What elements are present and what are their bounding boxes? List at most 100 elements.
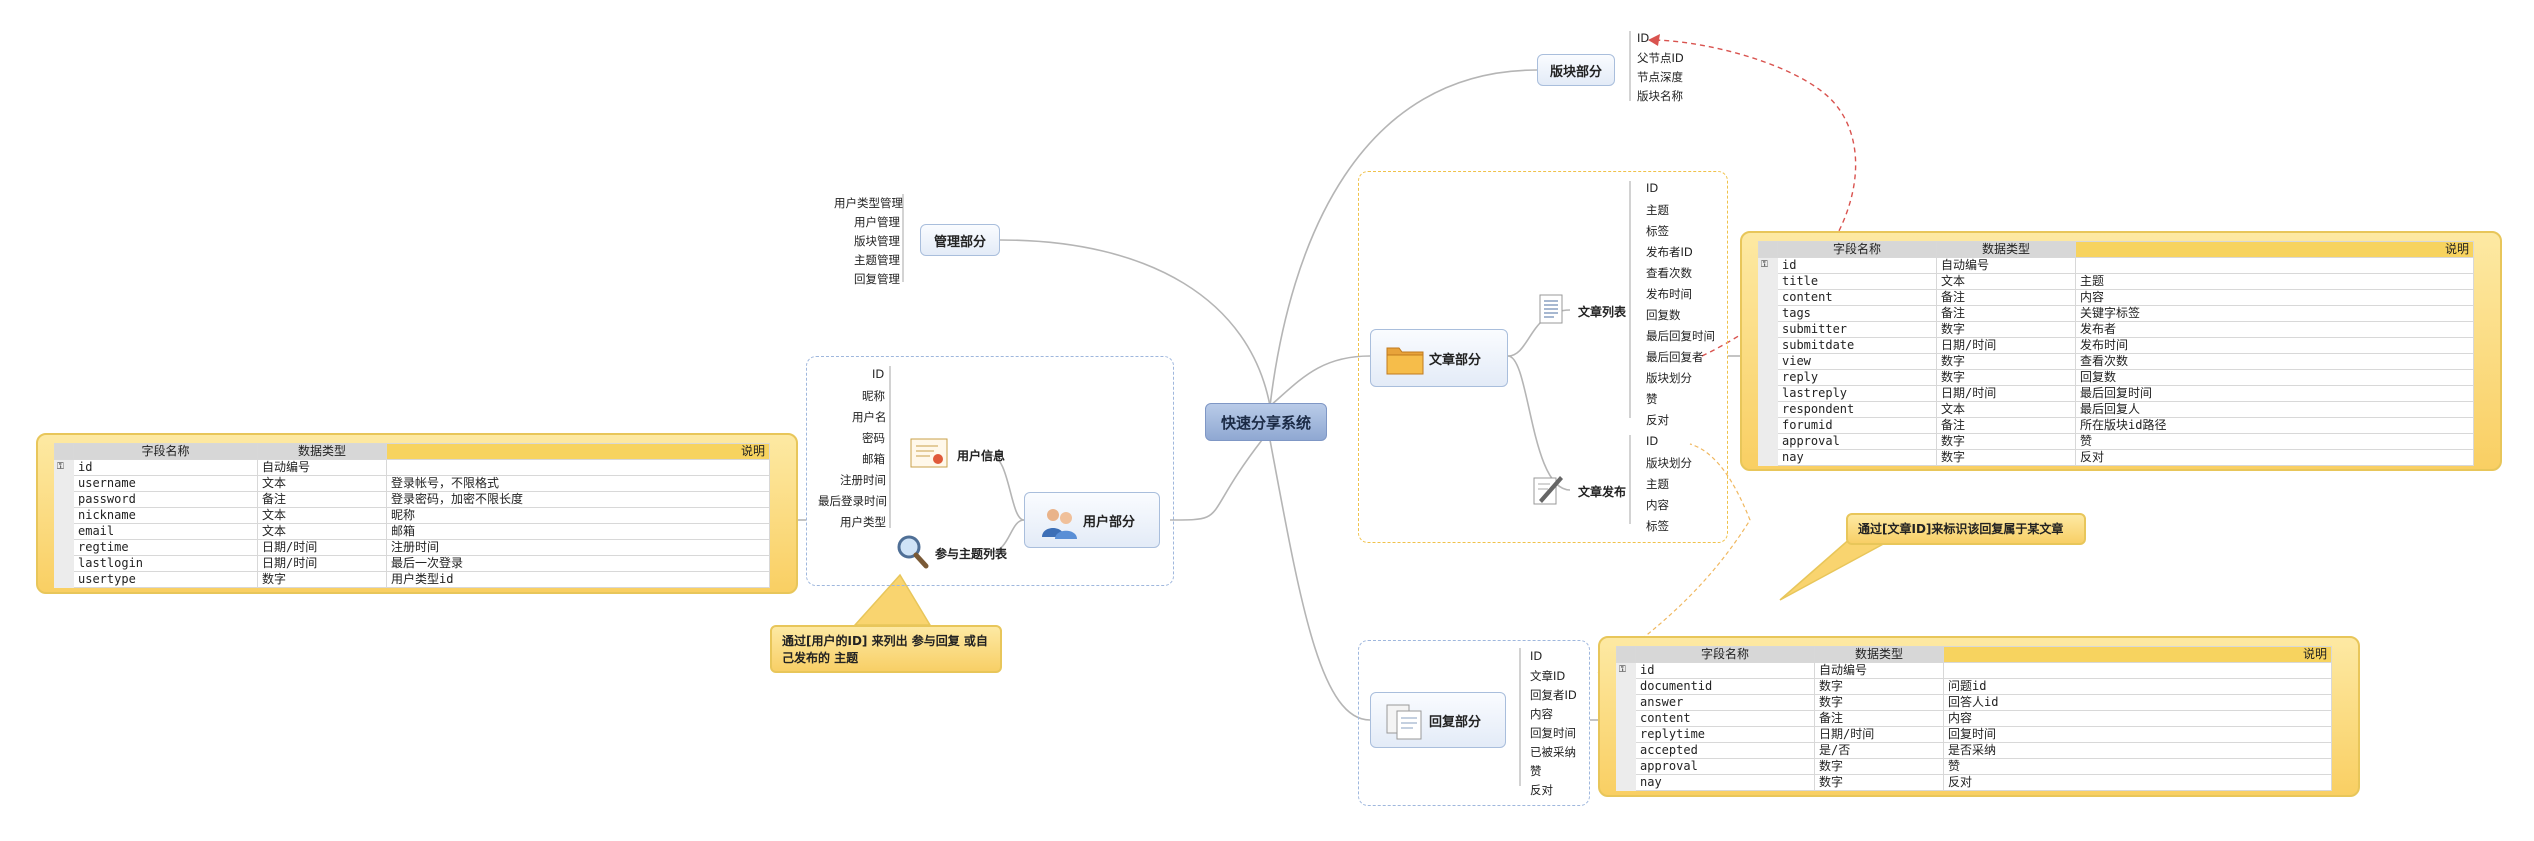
table-header-row: 字段名称 数据类型 说明: [1758, 241, 2474, 258]
data-type-cell: 数字: [1814, 758, 1944, 775]
reply-field: 内容: [1530, 707, 1553, 721]
article-list-label[interactable]: 文章列表: [1578, 305, 1627, 319]
description-cell: 内容: [2075, 289, 2474, 306]
user-node[interactable]: 用户部分: [1024, 492, 1160, 548]
field-name-cell: answer: [1635, 694, 1815, 711]
description-cell: 回答人id: [1943, 694, 2332, 711]
column-header-name: 字段名称: [73, 443, 258, 460]
article-label: 文章部分: [1429, 352, 1482, 368]
description-cell: 最后一次登录: [386, 555, 770, 572]
article-node[interactable]: 文章部分: [1370, 329, 1508, 387]
field-name-cell: usertype: [73, 571, 258, 588]
article-publish-field: 内容: [1646, 498, 1669, 512]
user-topics-label[interactable]: 参与主题列表: [935, 547, 1008, 561]
user-field: 邮箱: [862, 452, 885, 466]
board-node[interactable]: 版块部分: [1537, 54, 1615, 86]
root-node[interactable]: 快速分享系统: [1205, 403, 1327, 441]
admin-item: 版块管理: [854, 234, 900, 248]
field-name-cell: nay: [1635, 774, 1815, 791]
data-type-cell: 文本: [1936, 401, 2076, 418]
description-cell: 所在版块id路径: [2075, 417, 2474, 434]
reply-field: 赞: [1530, 764, 1542, 778]
description-cell: [1943, 662, 2332, 679]
description-cell: 问题id: [1943, 678, 2332, 695]
user-field: 注册时间: [840, 473, 886, 487]
description-cell: 昵称: [386, 507, 770, 524]
column-header-desc: 说明: [1943, 646, 2332, 663]
field-name-cell: accepted: [1635, 742, 1815, 759]
branch-line-user: [1169, 439, 1263, 521]
article-list-field: 主题: [1646, 203, 1669, 217]
reply-field: 回复时间: [1530, 726, 1576, 740]
data-type-cell: 数字: [1814, 694, 1944, 711]
users-icon: [1042, 509, 1077, 539]
row-key-cell: [1758, 417, 1778, 434]
folder-icon: [1386, 347, 1424, 375]
row-key-cell: [1616, 694, 1636, 711]
row-key-cell: [1616, 710, 1636, 727]
field-name-cell: content: [1635, 710, 1815, 727]
article-group: [1358, 171, 1728, 543]
row-key-cell: [54, 523, 74, 540]
description-cell: 赞: [2075, 433, 2474, 450]
admin-node[interactable]: 管理部分: [920, 224, 1000, 256]
data-type-cell: 文本: [1936, 273, 2076, 290]
article-publish-field: 标签: [1646, 519, 1669, 533]
reply-article-callout: 通过[文章ID]来标识该回复属于某文章: [1846, 513, 2086, 545]
article-list-field: 最后回复时间: [1646, 329, 1715, 343]
data-type-cell: 文本: [257, 475, 387, 492]
data-type-cell: 日期/时间: [257, 539, 387, 556]
row-key-cell: [1758, 433, 1778, 450]
data-type-cell: 数字: [1814, 678, 1944, 695]
data-type-cell: 日期/时间: [1936, 385, 2076, 402]
article-list-field: ID: [1646, 181, 1659, 195]
admin-label: 管理部分: [933, 234, 986, 250]
reply-node[interactable]: 回复部分: [1370, 692, 1506, 748]
article-list-field: 发布时间: [1646, 287, 1692, 301]
description-cell: 用户类型id: [386, 571, 770, 588]
description-cell: 查看次数: [2075, 353, 2474, 370]
field-name-cell: title: [1777, 273, 1937, 290]
field-name-cell: content: [1777, 289, 1937, 306]
field-name-cell: approval: [1635, 758, 1815, 775]
row-key-cell: [1758, 401, 1778, 418]
admin-item: 用户类型管理: [834, 196, 903, 210]
column-header-name: 字段名称: [1635, 646, 1815, 663]
data-type-cell: 备注: [1936, 305, 2076, 322]
row-key-cell: [1758, 449, 1778, 466]
data-type-cell: 日期/时间: [257, 555, 387, 572]
article-publish-label[interactable]: 文章发布: [1578, 485, 1627, 499]
column-header-desc: 说明: [386, 443, 770, 460]
field-name-cell: lastreply: [1777, 385, 1937, 402]
data-type-cell: 备注: [1936, 417, 2076, 434]
field-name-cell: username: [73, 475, 258, 492]
row-key-cell: [54, 555, 74, 572]
table-header-row: 字段名称 数据类型 说明: [1616, 646, 2332, 663]
description-cell: 注册时间: [386, 539, 770, 556]
primary-key-icon: ⚿: [54, 459, 74, 476]
field-name-cell: view: [1777, 353, 1937, 370]
branch-line-article: [1269, 355, 1371, 407]
board-label: 版块部分: [1549, 64, 1602, 80]
user-field: 密码: [862, 431, 885, 445]
column-header-type: 数据类型: [1936, 241, 2076, 258]
field-name-cell: id: [1777, 257, 1937, 274]
column-header-name: 字段名称: [1777, 241, 1937, 258]
field-name-cell: reply: [1777, 369, 1937, 386]
field-name-cell: nickname: [73, 507, 258, 524]
field-name-cell: respondent: [1777, 401, 1937, 418]
user-info-label[interactable]: 用户信息: [957, 449, 1006, 463]
branch-line-reply: [1269, 439, 1371, 721]
user-field: 用户类型: [840, 515, 886, 529]
